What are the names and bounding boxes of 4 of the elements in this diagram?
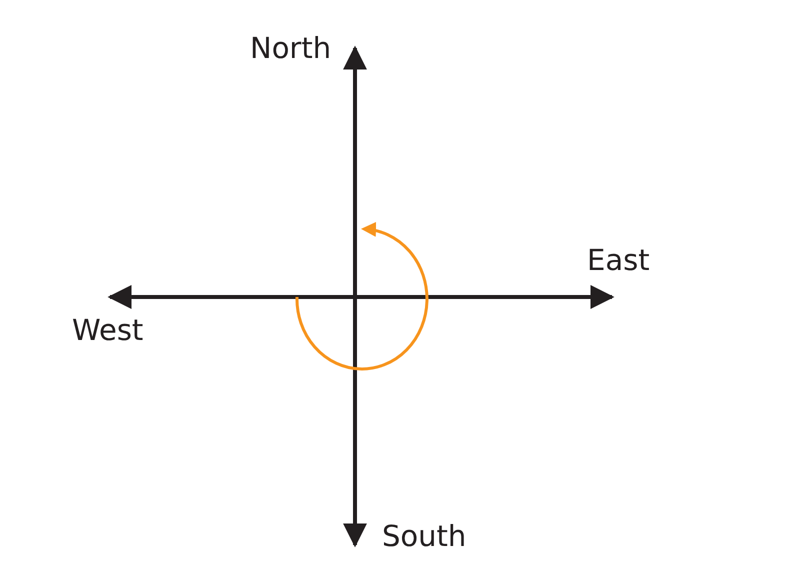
direction-label: North — [250, 34, 332, 63]
direction-label: West — [72, 316, 144, 345]
direction-label: East — [587, 246, 650, 275]
direction-label: South — [382, 522, 466, 551]
